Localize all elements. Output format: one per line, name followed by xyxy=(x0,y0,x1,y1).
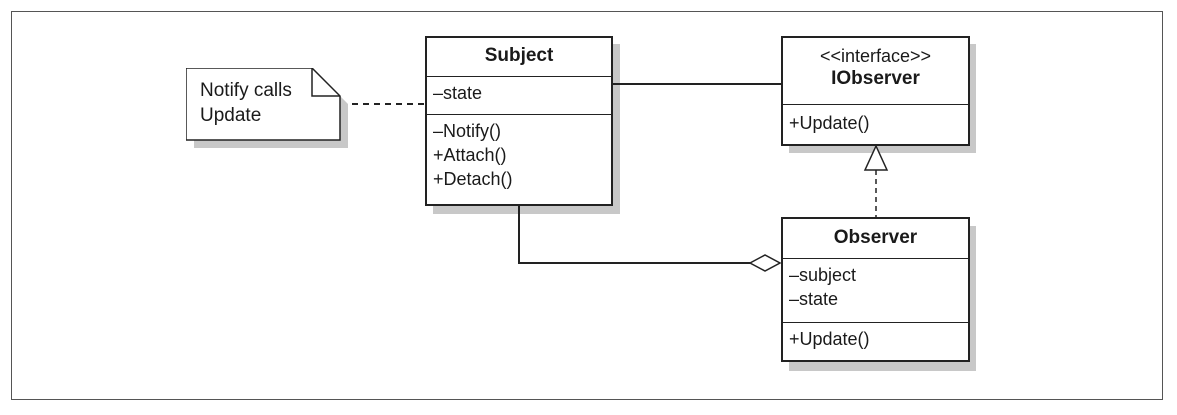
observer-class: Observer –subject –state +Update() xyxy=(781,217,970,362)
observer-attribute: –state xyxy=(789,289,839,309)
subject-class-name: Subject xyxy=(484,45,554,66)
note: Notify calls Update xyxy=(186,68,348,148)
subject-operation: +Attach() xyxy=(433,145,507,165)
note-line: Notify calls xyxy=(200,80,292,101)
iobserver-stereotype: <<interface>> xyxy=(819,46,932,66)
iobserver-operation: +Update() xyxy=(789,113,870,133)
aggregation-diamond xyxy=(748,254,782,272)
subject-operation: +Detach() xyxy=(433,169,513,189)
note-line: Update xyxy=(200,105,262,126)
observer-class-name: Observer xyxy=(833,227,918,248)
observer-attribute: –subject xyxy=(789,265,857,285)
iobserver-class-name: IObserver xyxy=(831,68,920,89)
subject-operation: –Notify() xyxy=(433,121,502,141)
realization-arrowhead xyxy=(863,144,889,171)
diagram-frame xyxy=(11,11,1163,400)
iobserver-interface: <<interface>> IObserver +Update() xyxy=(781,36,970,146)
note-shape xyxy=(186,68,348,148)
subject-class: Subject –state –Notify() +Attach() +Deta… xyxy=(425,36,613,206)
aggregation-line xyxy=(518,205,750,264)
observer-operation: +Update() xyxy=(789,329,870,349)
subject-attribute: –state xyxy=(433,83,483,103)
